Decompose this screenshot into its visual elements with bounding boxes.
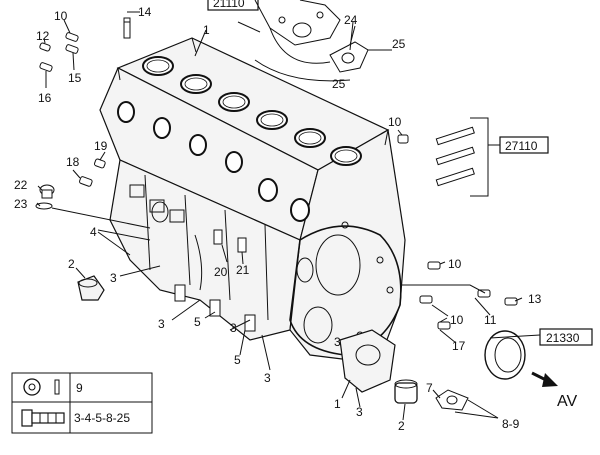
callout-21: 21 <box>236 263 250 277</box>
plugs-10-12-15-16 <box>39 19 79 88</box>
callout-3-right: 3 <box>334 335 341 349</box>
callout-16: 16 <box>38 91 52 105</box>
callout-17: 17 <box>452 339 466 353</box>
cylinder-bores <box>142 56 362 166</box>
right-small-plugs <box>400 261 518 330</box>
top-cover-plate <box>237 0 351 82</box>
callout-7: 7 <box>426 381 433 395</box>
leader-lines <box>36 21 523 421</box>
callout-19: 19 <box>94 139 108 153</box>
reference-box-27110[interactable]: 27110 <box>499 136 549 154</box>
callout-10-topleft: 10 <box>54 9 68 23</box>
plug-10-right <box>397 129 409 144</box>
stud-14 <box>123 11 140 39</box>
side-bores <box>117 101 310 222</box>
callout-3-left: 3 <box>110 271 117 285</box>
callout-3-right-bottom: 3 <box>356 405 363 419</box>
stud-group-27110 <box>435 117 500 197</box>
callout-labels: 1 14 10 12 15 16 24 25 25 10 18 19 22 23… <box>14 5 542 433</box>
reference-21330-label: 21330 <box>546 331 580 345</box>
callout-3-lower-left: 3 <box>158 317 165 331</box>
callout-10-right: 10 <box>388 115 402 129</box>
plug-18 <box>72 169 93 187</box>
callout-1-top: 1 <box>203 23 210 37</box>
callout-2-left: 2 <box>68 257 75 271</box>
callout-10-lower: 10 <box>450 313 464 327</box>
rear-bearing-boss <box>339 329 396 393</box>
engine-block <box>99 37 406 361</box>
reference-box-21110[interactable]: 21110 <box>207 0 259 11</box>
plug-22-23 <box>35 184 151 229</box>
washer-icon <box>23 378 60 396</box>
seal-ring-21330 <box>484 330 541 380</box>
callout-25-lower: 25 <box>332 77 346 91</box>
plug-19 <box>93 158 106 169</box>
fastener-legend: 9 3-4-5-8-25 <box>11 372 153 434</box>
callout-20: 20 <box>214 265 228 279</box>
callout-13: 13 <box>528 292 542 306</box>
cover-plate-24 <box>329 25 392 73</box>
callout-8-9: 8-9 <box>502 417 520 431</box>
front-direction-arrow <box>531 371 558 387</box>
callout-15: 15 <box>68 71 82 85</box>
callout-5-left: 5 <box>194 315 201 329</box>
cover-plate-7 <box>435 389 499 419</box>
callout-1-bottom: 1 <box>334 397 341 411</box>
callout-25-right: 25 <box>392 37 406 51</box>
screw-icon <box>21 409 65 427</box>
callout-2-bottom: 2 <box>398 419 405 433</box>
bearing-cap-2-left <box>77 275 105 301</box>
callout-10-mid: 10 <box>448 257 462 271</box>
callout-14: 14 <box>138 5 152 19</box>
reference-box-21330[interactable]: 21330 <box>539 328 593 346</box>
callout-23: 23 <box>14 197 28 211</box>
callout-5-center: 5 <box>234 353 241 367</box>
callout-3-bottom: 3 <box>264 371 271 385</box>
reference-27110-label: 27110 <box>505 139 538 153</box>
reference-21110-label: 21110 <box>213 0 245 10</box>
washer-part-numbers: 9 <box>76 381 83 395</box>
callout-18: 18 <box>66 155 80 169</box>
front-direction-label: AV <box>557 393 577 410</box>
callout-24: 24 <box>344 13 358 27</box>
callout-4: 4 <box>90 225 97 239</box>
callout-11: 11 <box>484 313 497 327</box>
bearing-cap-2 <box>394 379 418 404</box>
screw-part-numbers: 3-4-5-8-25 <box>74 411 130 425</box>
callout-12: 12 <box>36 29 50 43</box>
callout-22: 22 <box>14 178 28 192</box>
callout-3-center: 3 <box>230 321 237 335</box>
